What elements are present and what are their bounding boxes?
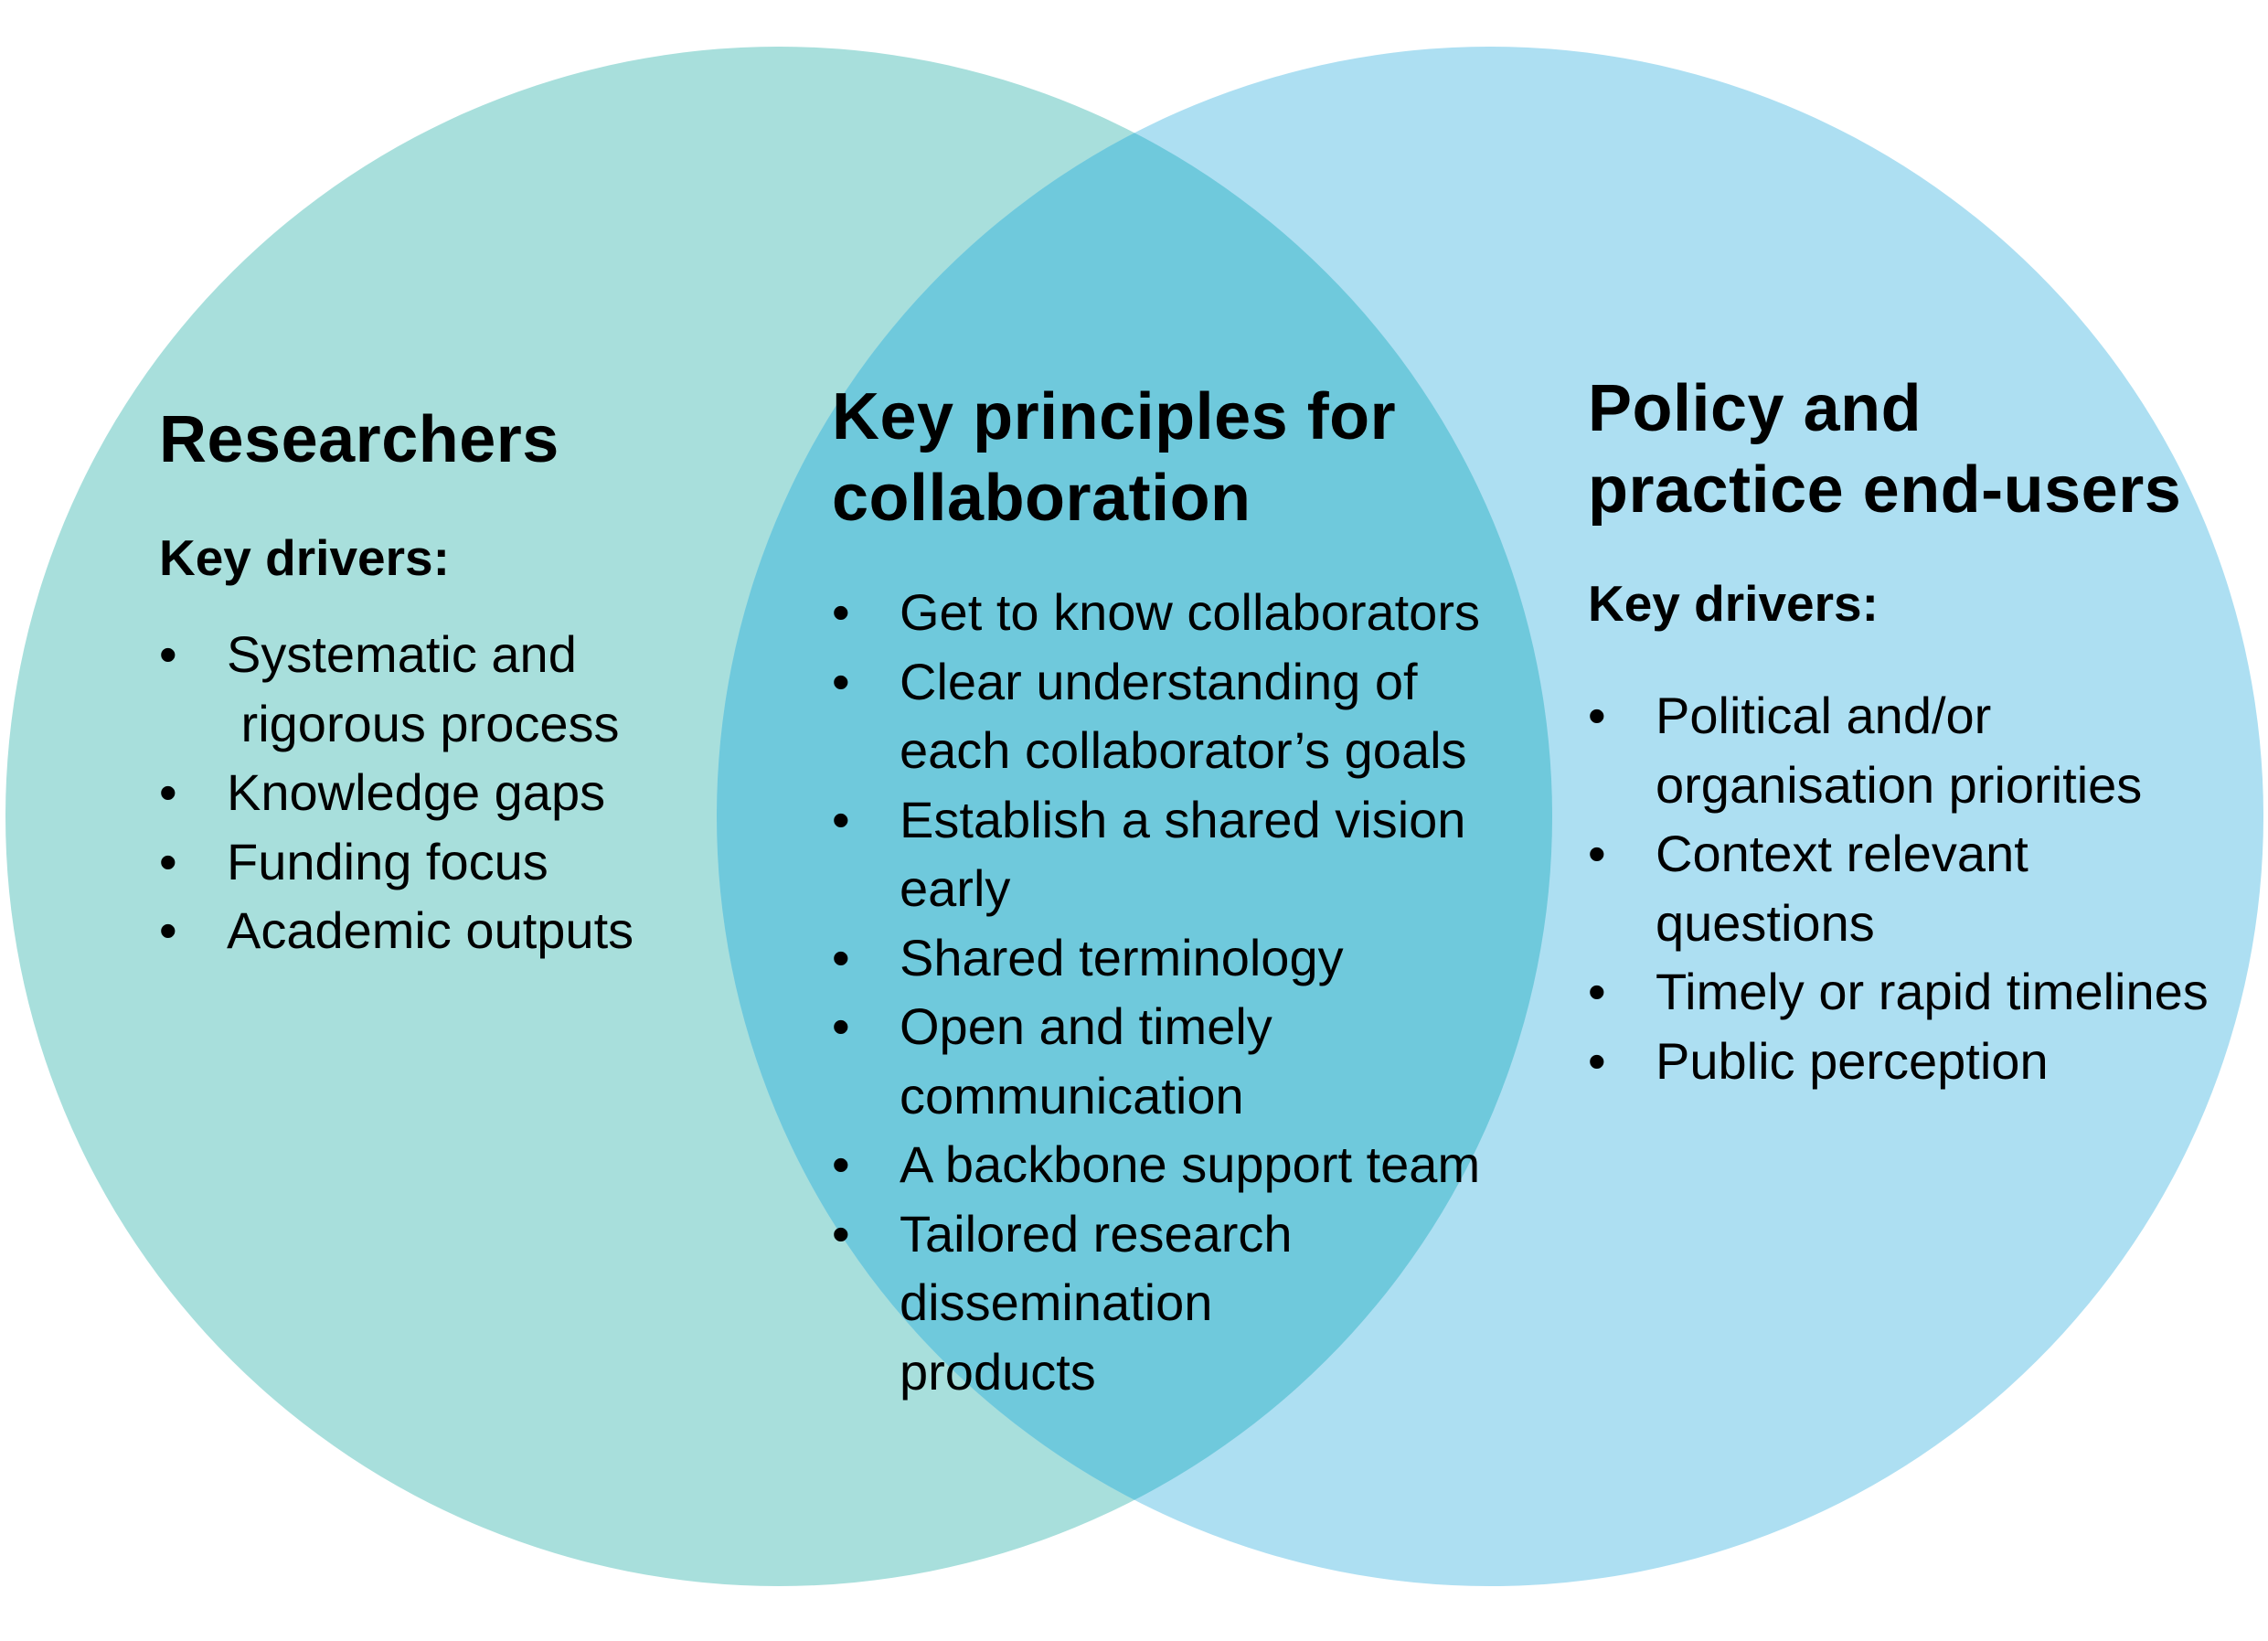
list-item-text: communication (900, 1066, 1244, 1124)
list-item-text: Timely or rapid timelines (1656, 963, 2209, 1020)
list-item-text: Public perception (1656, 1031, 2049, 1090)
list-item-text: Knowledge gaps (227, 763, 606, 821)
list-item: • Establish a shared vision early (832, 785, 1480, 923)
list-item-text: Shared terminology (900, 928, 1344, 986)
bullet-icon: • (1588, 687, 1606, 744)
bullet-icon: • (832, 1135, 850, 1193)
list-item-text: products (900, 1342, 1096, 1401)
list-item-text: questions (1656, 893, 1875, 952)
list-item-text: Academic outputs (227, 901, 634, 959)
bullet-icon: • (832, 928, 850, 986)
list-item-text: rigorous process (227, 694, 620, 752)
list-item-text: Tailored research (900, 1204, 1293, 1263)
list-item-text: each collaborator’s goals (900, 721, 1467, 779)
researchers-drivers-list: • Systematic and rigorous process • Knowled… (159, 620, 634, 965)
list-item-text: organisation priorities (1656, 755, 2143, 814)
list-item-text: Political and/or (1656, 687, 1992, 744)
bullet-icon: • (832, 1204, 850, 1263)
list-item: • Shared terminology (832, 923, 1480, 993)
list-item-text: dissemination (900, 1273, 1213, 1331)
principles-section: Key principles for collaboration • Get to … (832, 0, 1480, 1406)
list-item: • Academic outputs (159, 896, 634, 965)
end-users-title: Policy and practice end-users (1588, 368, 2209, 531)
list-item: • Tailored research dissemination products (832, 1199, 1480, 1407)
title-line: Policy and (1588, 372, 1922, 445)
bullet-icon: • (1588, 1031, 1606, 1090)
bullet-icon: • (159, 832, 177, 890)
bullet-icon: • (159, 763, 177, 821)
list-item: • Clear understanding of each collaborator… (832, 647, 1480, 785)
list-item-text: Systematic and (227, 625, 577, 683)
list-item: • Get to know collaborators (832, 578, 1480, 647)
researchers-title: Researchers (159, 403, 559, 476)
end-users-key-drivers-label: Key drivers: (1588, 575, 1879, 632)
bullet-icon: • (159, 901, 177, 959)
list-item: • Context relevant questions (1588, 819, 2209, 957)
principles-list: • Get to know collaborators • Clear underst… (832, 578, 1480, 1406)
list-item: • Public perception (1588, 1027, 2209, 1096)
list-item: • Knowledge gaps (159, 758, 634, 827)
list-item-text: Open and timely (900, 997, 1272, 1055)
title-line: collaboration (832, 462, 1251, 535)
title-line: Key principles for (832, 380, 1397, 453)
list-item: • A backbone support team (832, 1130, 1480, 1199)
title-line: practice end-users (1588, 453, 2182, 527)
list-item-text: Context relevant (1656, 825, 2028, 882)
end-users-drivers-list: • Political and/or organisation priorities… (1588, 681, 2209, 1095)
list-item: • Political and/or organisation priorities (1588, 681, 2209, 819)
bullet-icon: • (1588, 825, 1606, 882)
overlap-region (717, 47, 1552, 1586)
bullet-icon: • (1588, 963, 1606, 1020)
principles-title: Key principles for collaboration (832, 377, 1480, 539)
bullet-icon: • (832, 790, 850, 848)
list-item-text: early (900, 859, 1011, 917)
list-item: • Systematic and rigorous process (159, 620, 634, 758)
list-item-text: Get to know collaborators (900, 583, 1480, 641)
list-item-text: Clear understanding of (900, 652, 1418, 710)
bullet-icon: • (832, 997, 850, 1055)
bullet-icon: • (832, 652, 850, 710)
list-item: • Timely or rapid timelines (1588, 957, 2209, 1027)
end-users-section: Policy and practice end-users Key drivers… (1588, 0, 2209, 1095)
list-item-text: A backbone support team (900, 1135, 1481, 1193)
bullet-icon: • (832, 583, 850, 641)
researchers-key-drivers-label: Key drivers: (159, 529, 450, 586)
list-item-text: Establish a shared vision (900, 790, 1466, 848)
bullet-icon: • (159, 625, 177, 683)
list-item: • Open and timely communication (832, 992, 1480, 1130)
list-item: • Funding focus (159, 827, 634, 897)
researchers-section: Researchers Key drivers: • Systematic and… (159, 0, 634, 965)
list-item-text: Funding focus (227, 832, 548, 890)
